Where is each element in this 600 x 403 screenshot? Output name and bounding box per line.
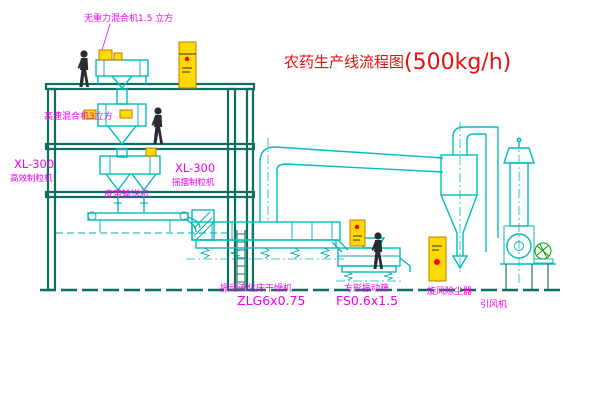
label-granulator-mid-model: XL-300	[175, 161, 215, 175]
gravity-mixer	[95, 23, 149, 90]
exhaust-duct	[259, 146, 444, 222]
label-fan: 引风机	[480, 298, 507, 310]
belt-conveyor	[87, 197, 201, 233]
control-cabinet-1	[178, 41, 197, 89]
right-column	[226, 87, 237, 292]
access-ladder	[236, 230, 246, 290]
indicator-light	[354, 224, 360, 230]
label-leader	[101, 23, 111, 51]
cyclone-separator	[440, 126, 499, 270]
worker-figure-mid	[151, 107, 163, 144]
label-belt-conveyor: 皮带输送机	[104, 188, 149, 200]
square-vibrating-screen	[336, 237, 411, 282]
worker-figure-top	[77, 50, 89, 87]
dryer-outlet-chute	[331, 239, 349, 253]
control-cabinet-2	[349, 219, 366, 247]
label-gravity-mixer: 无重力混合机1.5 立方	[84, 12, 173, 24]
title-capacity: (500kg/h)	[404, 50, 511, 75]
feed-chute	[116, 88, 128, 105]
granulator	[99, 147, 161, 192]
granulator-motor	[145, 147, 157, 157]
fluid-bed-dryer	[186, 146, 444, 260]
high-speed-mixer	[83, 88, 147, 146]
cyclone-discharge	[451, 255, 469, 270]
label-screen-name: 方形振动筛	[344, 282, 389, 294]
title-main: 农药生产线流程图	[284, 53, 404, 71]
outer-right-column	[245, 87, 255, 292]
control-cabinet-3	[428, 236, 447, 282]
screen-outlet	[399, 257, 411, 272]
indicator-light	[434, 259, 440, 265]
label-dryer-name: 振动流化床干燥机	[220, 282, 292, 294]
vibration-springs	[199, 247, 331, 259]
label-granulator-mid-name: 摇摆制粒机	[172, 177, 215, 188]
building-structure	[40, 82, 562, 292]
granulator-feed-chute	[116, 148, 128, 158]
drawing-title: 农药生产线流程图(500kg/h)	[284, 50, 511, 75]
label-high-speed-mixer: 高速混合机3立方	[44, 110, 113, 122]
cyclone-outlet-duct	[452, 126, 498, 155]
label-screen-model: FS0.6x1.5	[336, 293, 398, 308]
label-granulator-left-name: 高效制粒机	[10, 173, 53, 184]
mixer-motor	[98, 49, 113, 61]
mixer-drive	[83, 109, 97, 120]
label-dryer-model: ZLG6x0.75	[237, 293, 305, 308]
induced-draft-fan	[500, 225, 556, 290]
fan-inlet-downpipe	[485, 127, 499, 252]
label-cyclone: 旋风除尘器	[427, 285, 472, 297]
indicator-light	[184, 56, 190, 62]
label-granulator-left-model: XL-300	[14, 157, 54, 171]
